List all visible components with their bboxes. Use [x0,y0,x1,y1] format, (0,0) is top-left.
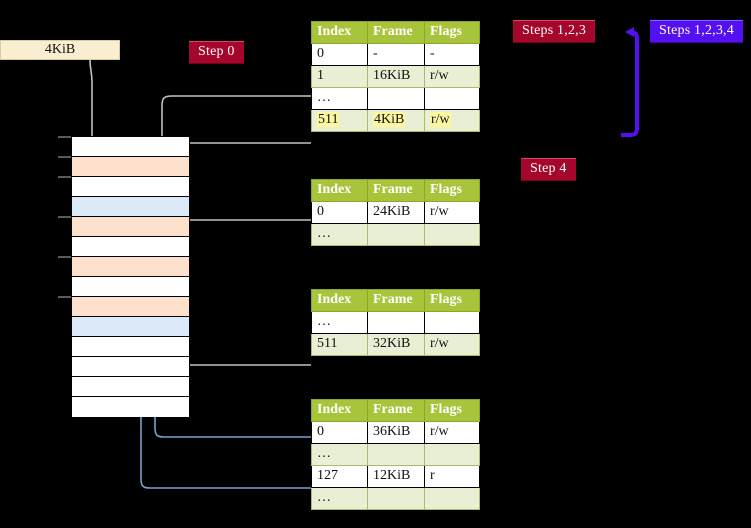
table-row[interactable]: … [311,87,480,110]
cell-frame: 16KiB [367,65,425,88]
memory-cell[interactable] [72,157,189,177]
column-header-flags: Flags [424,289,480,312]
table-row[interactable]: … [311,487,480,510]
cell-frame-text: 4KiB [373,112,406,127]
cell-index: … [311,311,368,334]
cell-frame [367,443,425,466]
memory-cell[interactable] [72,237,189,257]
cell-index: 1 [311,65,368,88]
table-row[interactable]: 511 32KiB r/w [311,333,480,356]
table-row[interactable]: 1 16KiB r/w [311,65,480,88]
memory-cell[interactable] [72,337,189,357]
size-label-4kib: 4KiB [0,40,120,60]
cell-flags [424,443,480,466]
column-header-frame: Frame [367,289,425,312]
column-header-frame: Frame [367,179,425,202]
cell-frame [367,311,425,334]
table-row[interactable]: … [311,311,480,334]
table-header-row: Index Frame Flags [311,399,480,422]
cell-index: … [311,223,368,246]
memory-cell[interactable] [72,197,189,217]
badge-step-0[interactable]: Step 0 [189,41,244,64]
table-row[interactable]: … [311,223,480,246]
memory-cell[interactable] [72,297,189,317]
cell-flags: r/w [424,333,480,356]
memory-cell[interactable] [72,357,189,377]
cell-flags [424,223,480,246]
arrow-steps-bracket [621,27,639,137]
memory-cell[interactable] [72,317,189,337]
page-table-level-1[interactable]: Index Frame Flags 0 24KiB r/w … [311,179,480,246]
cell-flags: r/w [424,421,480,444]
table-header-row: Index Frame Flags [311,289,480,312]
column-header-index: Index [311,21,368,44]
cell-flags: r/w [424,65,480,88]
column-header-flags: Flags [424,21,480,44]
cell-flags: r/w [424,201,480,224]
column-header-index: Index [311,289,368,312]
table-header-row: Index Frame Flags [311,179,480,202]
cell-frame [367,223,425,246]
cell-frame: - [367,43,425,66]
cell-flags: - [424,43,480,66]
cell-flags [424,87,480,110]
memory-cell[interactable] [72,137,189,157]
memory-cell[interactable] [72,177,189,197]
memory-cell[interactable] [72,257,189,277]
cell-flags [424,487,480,510]
memory-cell[interactable] [72,397,189,417]
page-table-level-0[interactable]: Index Frame Flags 0 - - 1 16KiB r/w … 51… [311,21,480,132]
table-header-row: Index Frame Flags [311,21,480,44]
size-label-text: 4KiB [44,42,76,57]
column-header-index: Index [311,179,368,202]
column-header-index: Index [311,399,368,422]
cell-index: 127 [311,465,368,488]
cell-index: 0 [311,421,368,444]
cell-index-text: 511 [317,112,340,127]
cell-flags [424,311,480,334]
page-table-level-3[interactable]: Index Frame Flags 0 36KiB r/w … 127 12Ki… [311,399,480,510]
cell-frame: 36KiB [367,421,425,444]
memory-cell[interactable] [72,377,189,397]
table-row[interactable]: 0 24KiB r/w [311,201,480,224]
cell-index: 511 [311,109,368,132]
cell-index: … [311,443,368,466]
badge-steps-123[interactable]: Steps 1,2,3 [513,20,596,43]
cell-index: 0 [311,201,368,224]
table-row[interactable]: 127 12KiB r [311,465,480,488]
memory-cell[interactable] [72,277,189,297]
cell-frame [367,87,425,110]
badge-steps-1234[interactable]: Steps 1,2,3,4 [650,20,743,43]
cell-frame [367,487,425,510]
cell-frame: 24KiB [367,201,425,224]
tick-marks [58,136,72,298]
badge-step-4[interactable]: Step 4 [521,158,576,181]
physical-memory-column[interactable] [71,136,190,417]
cell-frame: 4KiB [367,109,425,132]
memory-cell[interactable] [72,217,189,237]
arrow-l1-to-memory [172,219,311,255]
table-row[interactable]: 0 36KiB r/w [311,421,480,444]
column-header-flags: Flags [424,179,480,202]
table-row[interactable]: 0 - - [311,43,480,66]
cell-index: 0 [311,43,368,66]
arrow-l2-to-memory [168,311,311,366]
column-header-frame: Frame [367,399,425,422]
table-row[interactable]: 511 4KiB r/w [311,109,480,132]
cell-flags: r [424,465,480,488]
cell-index: … [311,487,368,510]
table-row[interactable]: … [311,443,480,466]
column-header-flags: Flags [424,399,480,422]
cell-flags: r/w [424,109,480,132]
cell-index: … [311,87,368,110]
cell-index: 511 [311,333,368,356]
cell-frame: 32KiB [367,333,425,356]
page-table-level-2[interactable]: Index Frame Flags … 511 32KiB r/w [311,289,480,356]
cell-frame: 12KiB [367,465,425,488]
cell-flags-text: r/w [430,112,451,127]
column-header-frame: Frame [367,21,425,44]
